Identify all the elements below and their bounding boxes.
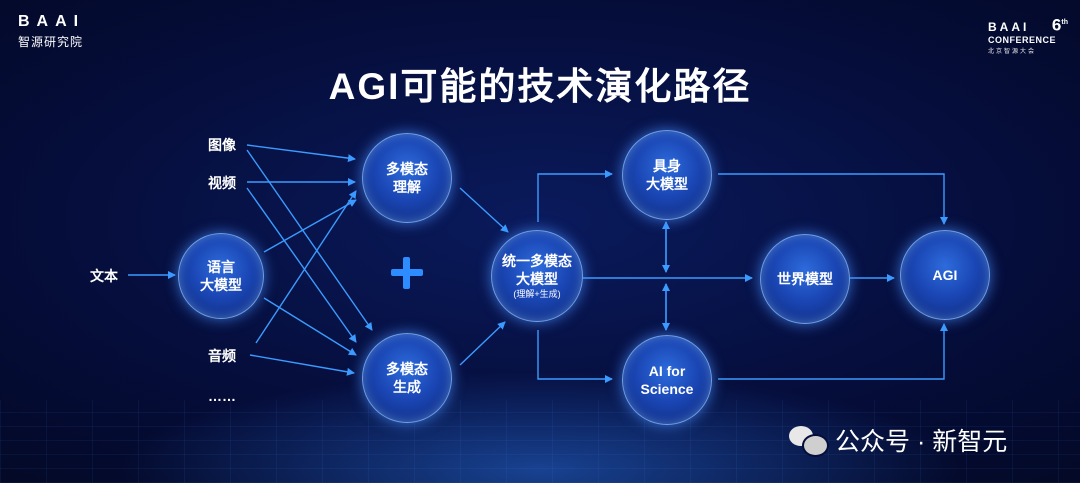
arrow-unified-to-science [537,330,613,383]
conference-logo-mark: BAAI [988,20,1030,34]
input-video-label: 视频 [208,175,236,191]
node-multimodal-generation: 多模态生成 [362,333,452,423]
node-multimodal-understanding: 多模态理解 [362,133,452,223]
watermark: 公众号 · 新智元 [789,422,1007,458]
page-title: AGI可能的技术演化路径 [328,66,752,107]
arrow-image-to-generate [246,149,373,331]
plus-icon [391,257,423,289]
arrow-generate-to-unified [459,321,506,366]
input-text-label: 文本 [90,268,118,284]
node-unified-multimodal: 统一多模态大模型 (理解+生成) [491,230,583,322]
input-audio-label: 音频 [208,348,236,364]
arrow-audio-to-understand [255,190,357,344]
node-embodied-model: 具身大模型 [622,130,712,220]
arrow-unified-to-embodied [537,170,613,222]
arrow-embodied-to-agi [718,173,948,225]
conference-logo: BAAI 6th CONFERENCE 北京智源大会 [988,14,1068,55]
node-world-model: 世界模型 [760,234,850,324]
arrow-llm-to-generate [263,297,357,356]
conference-number: 6th [1051,15,1068,35]
wechat-icon [789,424,829,457]
input-image-label: 图像 [208,137,236,153]
input-more-label: …… [208,388,236,404]
arrow-understand-to-unified [459,187,509,233]
baai-logo: BAAI 智源研究院 [18,14,85,50]
arrow-llm-to-understand [263,199,357,253]
grid-floor [0,400,1080,483]
arrow-video-to-generate [246,187,357,343]
conference-cn-name: 北京智源大会 [988,49,1037,55]
watermark-text: 公众号 · 新智元 [835,428,1008,456]
arrow-science-to-agi [718,323,948,380]
node-agi: AGI [900,230,990,320]
node-language-model: 语言大模型 [178,233,264,319]
arrow-audio-to-generate [249,354,355,376]
baai-logo-subtitle: 智源研究院 [18,35,84,49]
conference-word: CONFERENCE [988,35,1057,45]
arrow-image-to-understand [246,144,356,163]
baai-logo-mark: BAAI [18,13,86,30]
